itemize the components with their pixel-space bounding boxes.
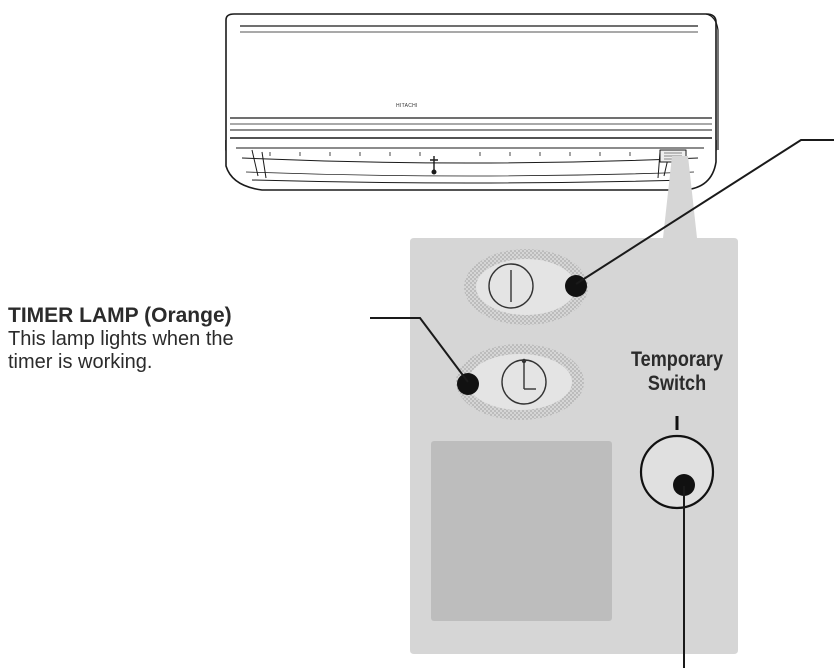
power-icon: [488, 263, 534, 309]
timer-lamp: [456, 344, 584, 420]
timer-lamp-title: TIMER LAMP (Orange): [8, 304, 232, 327]
leader-lines: [370, 139, 834, 668]
indoor-unit: [225, 13, 719, 191]
receiver-window: [431, 441, 612, 621]
timer-lamp-description-line1: This lamp lights when the: [8, 328, 234, 350]
timer-lamp-dot: [457, 373, 479, 395]
temporary-switch-label-line2: Switch: [647, 372, 707, 395]
temporary-switch-label-line1: Temporary: [630, 348, 723, 371]
operation-lamp: [464, 249, 588, 325]
temporary-switch-label: Temporary Switch: [604, 348, 750, 396]
timer-lamp-callout: TIMER LAMP (Orange) This lamp lights whe…: [8, 304, 234, 374]
clock-icon: [501, 358, 547, 405]
temporary-switch[interactable]: [639, 416, 715, 510]
timer-lamp-description-line2: timer is working.: [8, 351, 153, 373]
brand-logo: HITACHI: [396, 103, 418, 109]
